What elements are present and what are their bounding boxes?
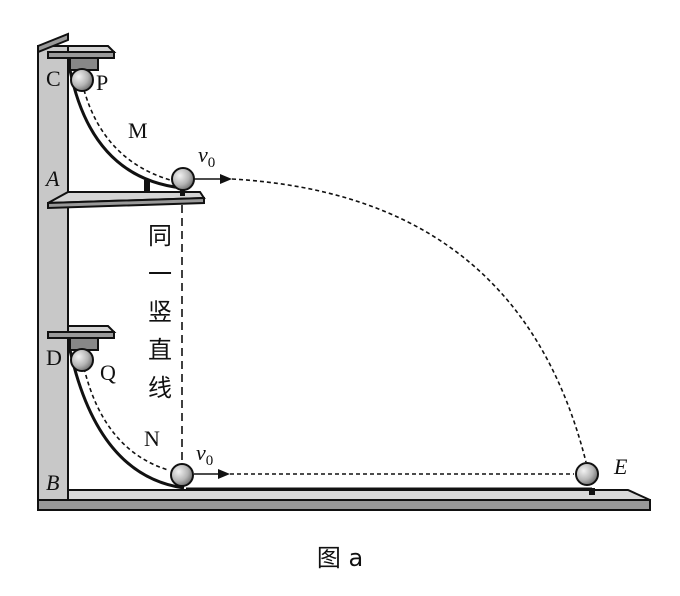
vertical-text-3: 竖 [148,298,172,326]
vertical-text-5: 线 [148,374,172,402]
label-e: E [613,454,628,479]
wall-top [37,32,69,54]
label-v0-bottom: v0 [196,440,213,469]
wall-front [37,45,69,507]
ball-e [575,462,599,486]
label-a: A [44,166,60,191]
dashed-trajectory [231,178,587,463]
label-b: B [46,470,59,495]
vertical-text-2: 一 [148,260,172,288]
label-m: M [128,118,148,143]
velocity-arrowhead-bottom [218,469,230,479]
dashed-path-p [83,89,171,181]
ball-a-end [171,167,195,191]
ball-p [70,68,94,92]
shelf-a-front [47,196,205,210]
label-v0-top: v0 [198,142,215,171]
label-q: Q [100,360,116,385]
vertical-text-1: 同 [148,222,172,250]
track-n [68,349,185,490]
label-c: C [46,66,61,91]
label-n: N [144,426,160,451]
ball-q [70,348,94,372]
vertical-text-4: 直 [148,336,172,364]
ball-b-end [170,463,194,487]
label-p: P [96,70,108,95]
support-mark-a [180,190,185,196]
support-mark-e [589,488,595,495]
velocity-arrowhead-top [220,174,232,184]
dashed-path-q [83,367,169,471]
support-post-a [144,180,150,192]
ground-top [67,489,651,501]
platform-c-front [47,51,115,59]
ground-front [37,499,651,511]
figure-caption: 图 a [317,544,363,572]
label-d: D [46,345,62,370]
platform-d-front [47,331,115,339]
track-m [68,69,183,190]
